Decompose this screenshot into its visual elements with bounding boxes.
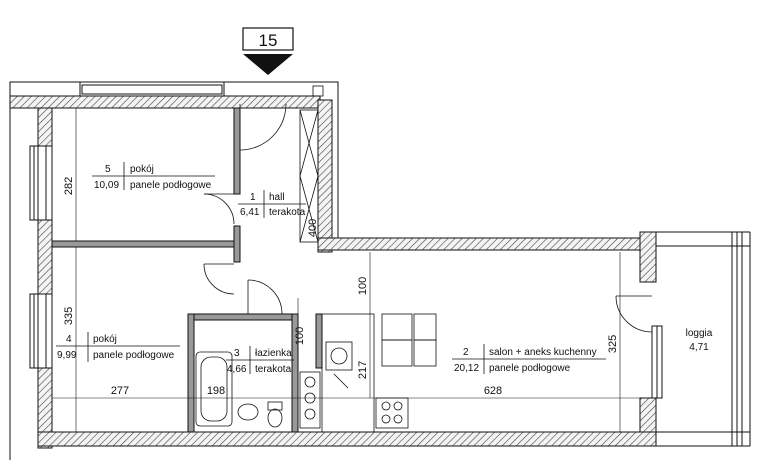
dim-salon-height: 325 <box>607 335 619 353</box>
kitchen <box>321 313 437 433</box>
wall-bath-right <box>291 313 299 433</box>
burner-icon <box>381 401 391 411</box>
room-floor: terakota <box>255 364 292 375</box>
room-area: 9,99 <box>57 350 77 361</box>
room-name: hall <box>269 192 285 203</box>
wall-bath-top <box>187 313 293 321</box>
dim-width-left: 277 <box>111 385 129 397</box>
sink-drain-icon <box>330 347 348 365</box>
room-number: 2 <box>463 347 469 358</box>
room-name: salon + aneks kuchenny <box>489 347 597 358</box>
loggia-area: 4,71 <box>689 342 709 353</box>
burner-icon <box>393 414 403 424</box>
wall-salon-top <box>317 237 643 251</box>
washbasin <box>237 403 259 421</box>
kitchen-stool <box>413 339 437 367</box>
room-name: pokój <box>130 164 154 175</box>
room-number: 5 <box>105 164 111 175</box>
wall-right-upper <box>639 231 657 283</box>
marker-number: 15 <box>259 31 278 50</box>
burner-icon <box>381 414 391 424</box>
burner-icon <box>393 401 403 411</box>
wall-stair <box>317 99 333 253</box>
room-4-label: 4 pokój 9,99 panele podłogowe <box>56 332 180 362</box>
room-1-label: 1 hall 6,41 terakota <box>238 190 306 218</box>
hall-cabinet <box>299 85 324 243</box>
wall-right-lower <box>639 397 657 433</box>
room-floor: panele podłogowe <box>93 350 175 361</box>
washing-column <box>299 371 321 429</box>
loggia-name: loggia <box>686 328 713 339</box>
dim-room4-height: 335 <box>63 307 75 325</box>
room-name: pokój <box>93 334 117 345</box>
room-area: 6,41 <box>240 207 260 218</box>
room-3-label: 3 łazienka 4,66 terakota <box>226 346 294 375</box>
room-number: 1 <box>250 192 256 203</box>
stove <box>375 397 409 429</box>
dimension-lines <box>52 108 640 432</box>
loggia <box>651 231 751 447</box>
kitchen-counter <box>321 313 375 433</box>
wall-top <box>9 95 321 109</box>
wall-kitchen-stub <box>315 313 323 369</box>
loggia-label: loggia 4,71 <box>686 328 713 353</box>
wall-bottom <box>37 431 657 447</box>
room-5-label: 5 pokój 10,09 panele podłogowe <box>92 162 215 191</box>
room-area: 4,66 <box>227 364 247 375</box>
room-area: 20,12 <box>454 363 479 374</box>
wall-room5-room4 <box>51 240 239 248</box>
window-room5 <box>29 145 53 221</box>
room-floor: panele podłogowe <box>130 180 212 191</box>
room-floor: terakota <box>269 207 306 218</box>
room-name: łazienka <box>255 348 292 359</box>
room-area: 10,09 <box>94 180 119 191</box>
kitchen-stool <box>381 313 413 341</box>
dim-room5-height: 282 <box>63 177 75 195</box>
kitchen-stool <box>381 339 413 367</box>
dim-bath-width: 198 <box>207 385 225 397</box>
wall-rooms-hall-upper <box>233 107 241 195</box>
walls <box>9 95 657 449</box>
dim-kitchen-depth: 100 <box>357 277 369 295</box>
dim-hall-cabinet: 400 <box>307 219 319 237</box>
doors <box>203 103 653 333</box>
window-room4 <box>29 293 53 369</box>
toilet <box>267 401 283 411</box>
dim-kitchen-height: 217 <box>357 361 369 379</box>
bathtub <box>195 351 233 427</box>
wall-bath-left <box>187 313 195 433</box>
kitchen-stool <box>413 313 437 341</box>
kitchen-sink <box>325 341 353 371</box>
room-2-label: 2 salon + aneks kuchenny 20,12 panele po… <box>452 344 606 374</box>
room-floor: panele podłogowe <box>489 363 571 374</box>
marker-arrow-icon <box>243 54 293 75</box>
dim-hall-strip: 100 <box>294 327 306 345</box>
bathroom-fixtures <box>195 351 321 429</box>
room-number: 3 <box>234 348 240 359</box>
wall-rooms-hall-lower <box>233 225 241 263</box>
room-number: 4 <box>66 334 72 345</box>
marker-box <box>242 27 294 51</box>
apartment-marker: 15 <box>242 27 294 75</box>
dim-width-right: 628 <box>484 385 502 397</box>
